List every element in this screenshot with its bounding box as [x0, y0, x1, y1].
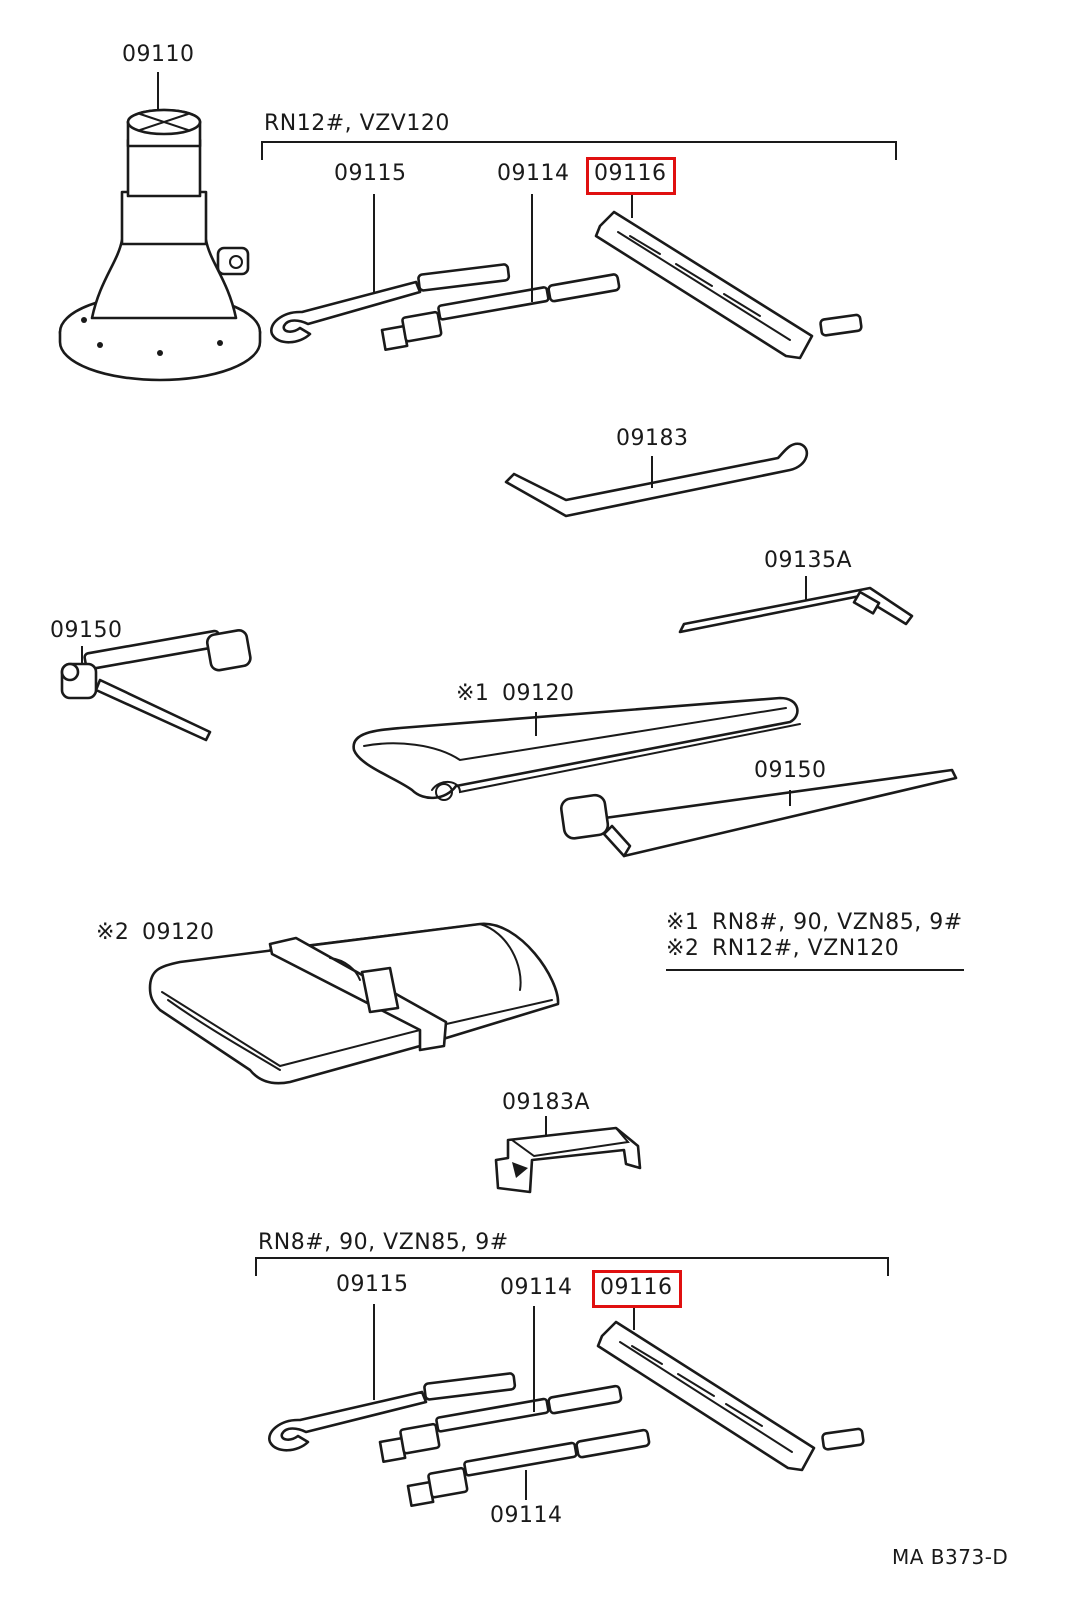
tool-bag-2-drawing — [148, 922, 560, 1085]
highlight-box-top — [586, 157, 676, 195]
mark-bag-2: ※2 — [96, 920, 130, 945]
label-wheel-bar: 09183 — [616, 426, 689, 451]
highlight-box-bottom — [592, 1270, 682, 1308]
note-text-2: RN12#, VZN120 — [712, 936, 900, 961]
label-t-lug-wrench: 09150 — [50, 618, 123, 643]
jack-drawing — [58, 72, 262, 382]
top-hook-wrench-drawing — [270, 194, 511, 344]
note-mark-2: ※2 — [666, 936, 700, 961]
label-jack: 09110 — [122, 42, 195, 67]
label-tool-bag-1: 09120 — [502, 681, 575, 706]
label-group-top: RN12#, VZV120 — [264, 111, 450, 136]
label-bottom-jack-handle: 09116 — [600, 1275, 673, 1300]
note-mark-1: ※1 — [666, 910, 700, 935]
mark-bag-1: ※1 — [456, 681, 490, 706]
label-tool-bag-2: 09120 — [142, 920, 215, 945]
label-bent-rod: 09135A — [764, 548, 853, 573]
bottom-handle-extension-a-drawing — [378, 1306, 623, 1463]
top-jack-handle-drawing — [594, 194, 863, 360]
bottom-jack-handle-drawing — [596, 1306, 865, 1472]
label-bottom-hook-wrench: 09115 — [336, 1272, 409, 1297]
clip-drawing — [494, 1116, 642, 1194]
t-lug-wrench-drawing — [60, 629, 252, 742]
wheel-bar-drawing — [504, 442, 809, 518]
note-text-1: RN8#, 90, VZN85, 9# — [712, 910, 963, 935]
label-bottom-handle-extension-b: 09114 — [490, 1503, 563, 1528]
bent-rod-drawing — [678, 576, 914, 634]
label-bottom-handle-extension-a: 09114 — [500, 1275, 573, 1300]
label-clip: 09183A — [502, 1090, 591, 1115]
label-group-bottom: RN8#, 90, VZN85, 9# — [258, 1230, 509, 1255]
label-top-hook-wrench: 09115 — [334, 161, 407, 186]
label-top-handle-extension: 09114 — [497, 161, 570, 186]
bottom-handle-extension-b-drawing — [406, 1428, 651, 1507]
top-handle-extension-drawing — [380, 194, 621, 351]
bottom-hook-wrench-drawing — [268, 1304, 517, 1452]
label-l-lug-wrench: 09150 — [754, 758, 827, 783]
document-code: MA B373-D — [892, 1545, 1009, 1569]
tool-bag-1-drawing — [352, 696, 801, 801]
l-lug-wrench-drawing — [559, 768, 958, 858]
group-bottom-bracket — [255, 1257, 889, 1276]
label-top-jack-handle: 09116 — [594, 161, 667, 186]
group-top-bracket — [261, 141, 897, 160]
